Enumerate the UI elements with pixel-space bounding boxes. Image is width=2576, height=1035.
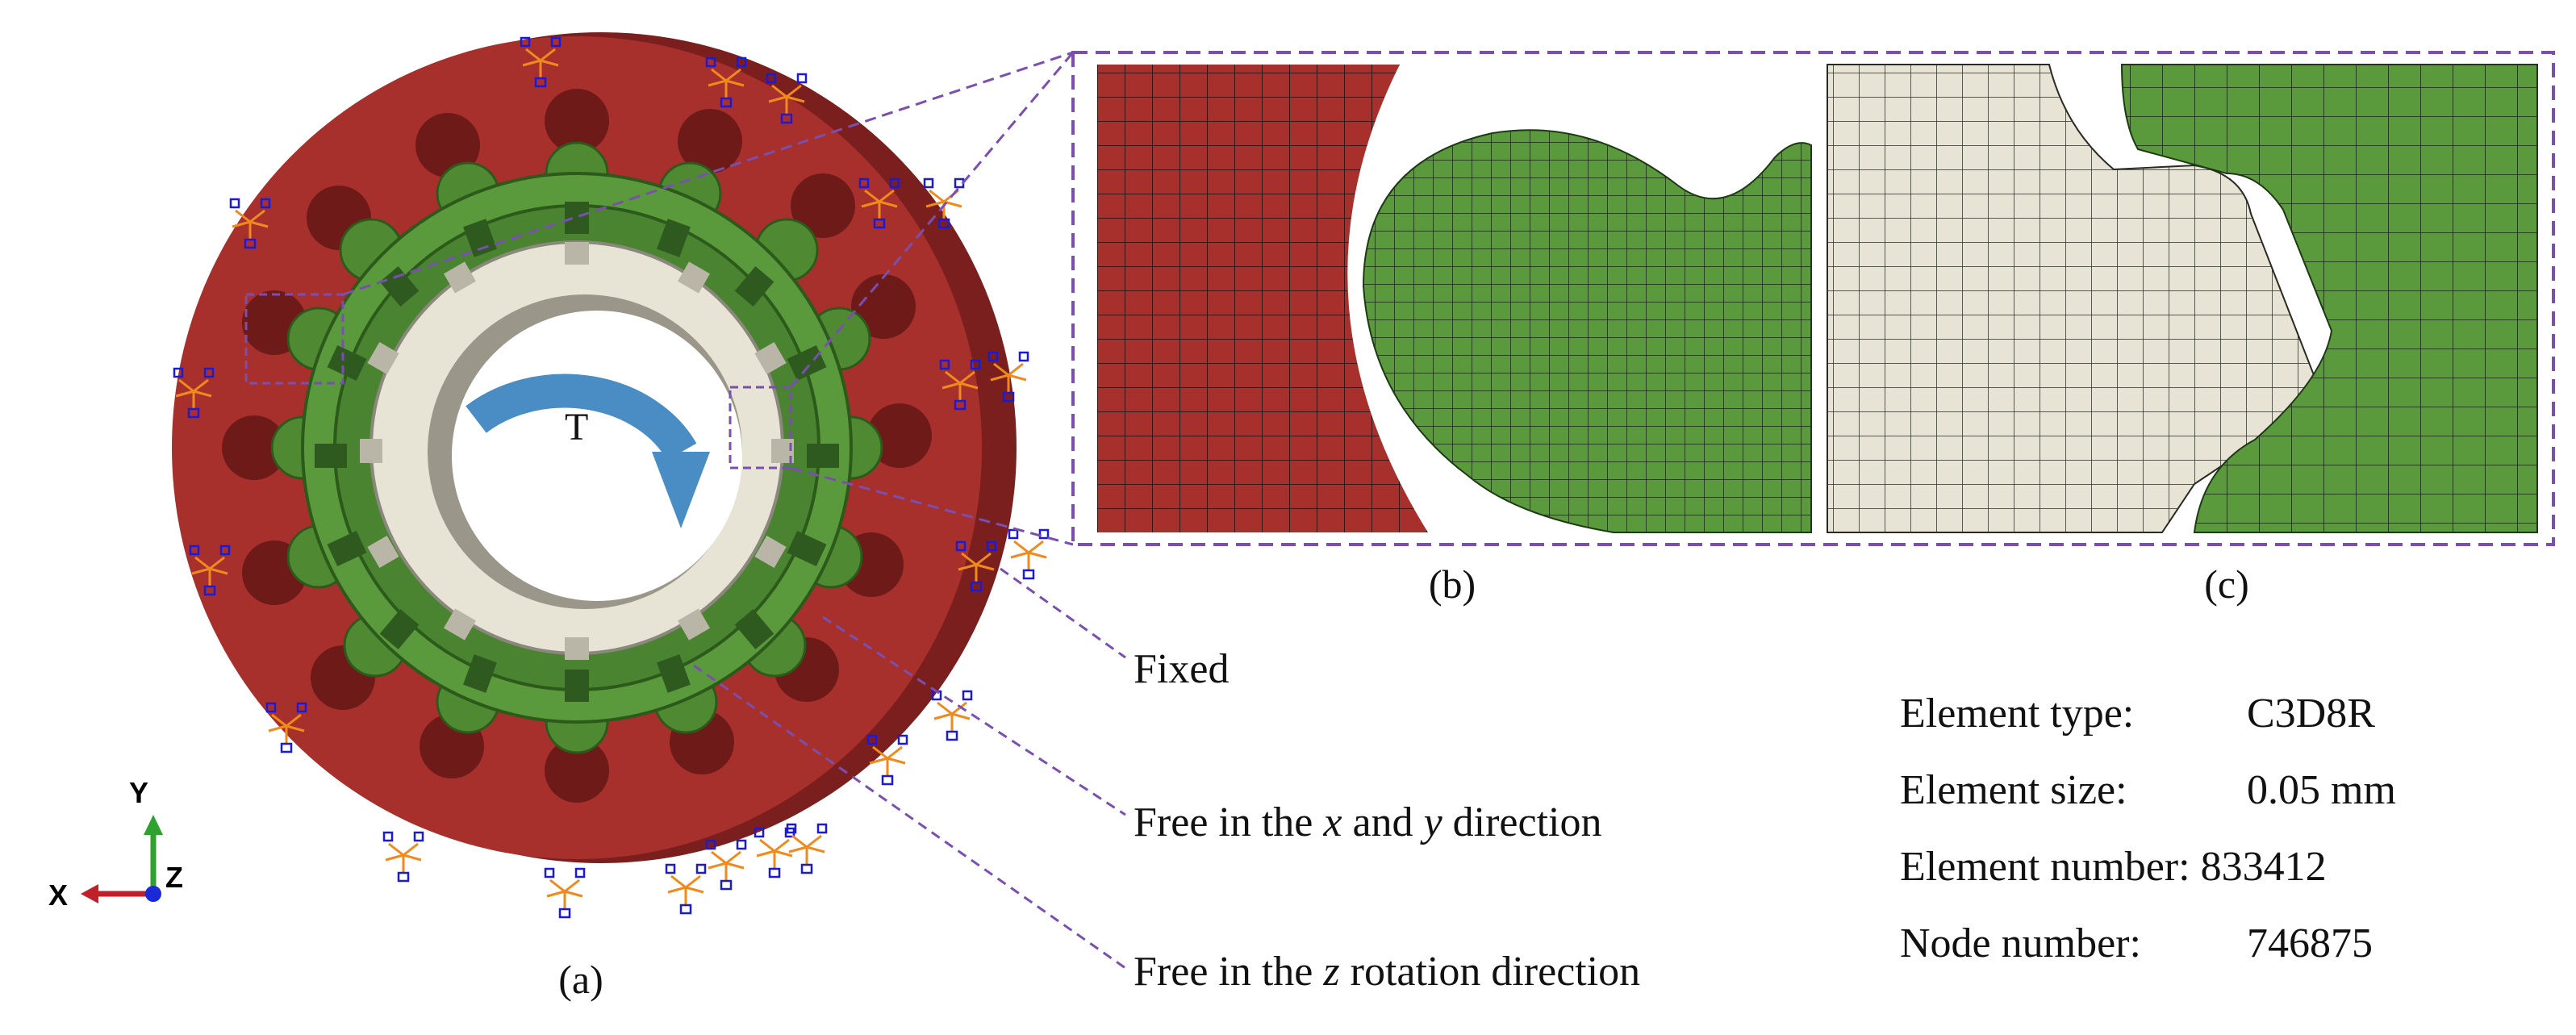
zoom-box-c: [729, 386, 792, 470]
panel-b: [1097, 65, 1812, 533]
zoom-box-b: [244, 293, 344, 385]
mesh-green-region: [2120, 64, 2538, 533]
mesh-info-key: Element type:: [1900, 691, 2135, 737]
hub-teeth: [360, 242, 794, 660]
label-free-xy: Free in the x and y direction: [1134, 799, 1601, 846]
mesh-info-key: Node number:: [1900, 920, 2141, 966]
torque-arrow: [466, 374, 697, 461]
mesh-info-row: Element type: C3D8R: [1900, 690, 2375, 737]
mesh-green-tooth: [1362, 129, 1812, 533]
free-xy-prefix: Free in the: [1134, 799, 1324, 845]
torque-arrowhead: [652, 452, 710, 528]
coordinate-triad: [81, 815, 163, 904]
free-xy-suffix: direction: [1442, 799, 1602, 845]
mesh-info-row: Node number: 746875: [1900, 920, 2373, 967]
z-axis-label: Z: [165, 861, 183, 894]
mesh-red-region: [1097, 65, 1428, 532]
mesh-info-value: C3D8R: [2247, 691, 2375, 737]
x-axis-label: X: [48, 878, 68, 912]
z-axis-dot: [145, 886, 161, 902]
free-xy-mid: and: [1342, 799, 1424, 845]
inner-spline-teeth: [315, 202, 839, 702]
panel-c: [1827, 64, 2538, 533]
mesh-info-value: 833412: [2200, 844, 2327, 890]
y-axis-label: Y: [129, 776, 148, 809]
caption-b: (b): [1428, 561, 1476, 607]
gear-assembly: T: [172, 32, 1017, 863]
mesh-info-row: Element size: 0.05 mm: [1900, 766, 2396, 814]
free-rz-suffix: rotation direction: [1339, 949, 1641, 995]
caption-c: (c): [2204, 561, 2249, 607]
free-rz-var-z: z: [1323, 949, 1340, 995]
torque-label: T: [565, 406, 588, 449]
free-xy-var-x: x: [1323, 799, 1342, 845]
mesh-info-row: Element number: 833412: [1900, 843, 2327, 891]
caption-a: (a): [558, 957, 603, 1002]
free-xy-var-y: y: [1423, 799, 1442, 845]
mesh-info-value: 0.05 mm: [2247, 767, 2396, 813]
mesh-info-key: Element number:: [1900, 844, 2190, 890]
zoom-callout-lines: [342, 51, 1075, 546]
label-fixed: Fixed: [1134, 646, 1230, 692]
mesh-info-key: Element size:: [1900, 767, 2127, 813]
mesh-info-value: 746875: [2247, 920, 2373, 966]
leader-lines: [693, 567, 1126, 970]
label-free-rz: Free in the z rotation direction: [1134, 948, 1640, 995]
free-rz-prefix: Free in the: [1134, 949, 1324, 995]
